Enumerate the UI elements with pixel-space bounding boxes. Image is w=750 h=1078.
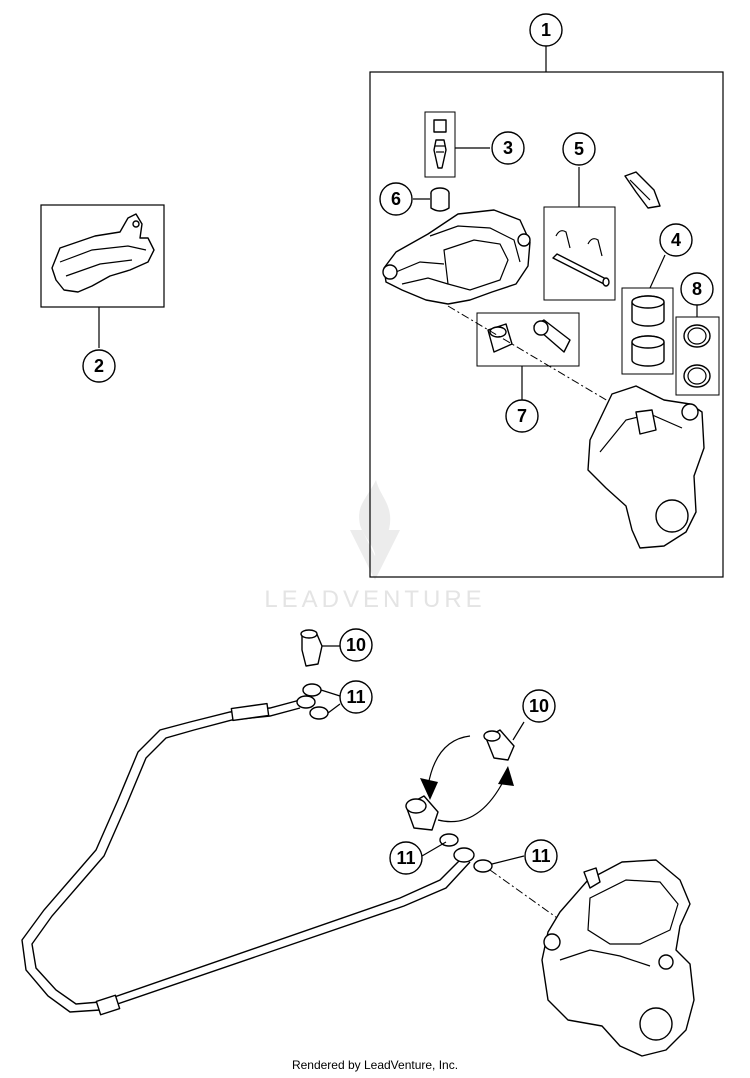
callout-10-upper-label: 10 xyxy=(346,635,366,655)
banjo-bolt-lower-right xyxy=(483,729,515,761)
pin-kit-drawing xyxy=(552,230,610,287)
leader-line-11a2 xyxy=(327,703,341,714)
callout-8: 8 xyxy=(680,272,714,306)
bleed-cap-drawing xyxy=(430,187,450,212)
leader-line-11a xyxy=(320,689,341,697)
callout-1: 1 xyxy=(529,13,563,47)
pistons-drawing xyxy=(631,295,665,367)
brake-hose-drawing xyxy=(21,699,471,1016)
callout-2: 2 xyxy=(82,349,116,383)
assembly-dashed-line-1 xyxy=(447,305,641,421)
callout-10-lower-label: 10 xyxy=(529,696,549,716)
banjo-bolt-upper xyxy=(300,629,323,667)
brake-pad-frame xyxy=(40,204,165,308)
guide-bushing-drawing xyxy=(487,319,571,353)
caliper-bracket-drawing xyxy=(587,385,705,549)
rotation-arrow-right xyxy=(437,779,505,823)
brake-pad-drawing xyxy=(51,213,155,293)
callout-3: 3 xyxy=(491,131,525,165)
leader-line-4 xyxy=(649,254,666,289)
assembled-caliper-drawing xyxy=(541,859,695,1057)
callout-11-upper: 11 xyxy=(339,680,373,714)
pistons-frame xyxy=(621,287,674,375)
callout-2-label: 2 xyxy=(94,356,104,376)
leader-line-11c xyxy=(491,855,525,865)
callout-5-label: 5 xyxy=(574,139,584,159)
banjo-bolt-lower xyxy=(405,795,439,831)
callout-3-label: 3 xyxy=(503,138,513,158)
assembly-dashed-line-2 xyxy=(489,869,561,921)
callout-7: 7 xyxy=(505,399,539,433)
callout-11-upper-label: 11 xyxy=(346,687,365,707)
callout-11-lower-left-label: 11 xyxy=(396,848,415,868)
callout-7-label: 7 xyxy=(517,406,527,426)
callout-4-label: 4 xyxy=(671,230,681,250)
callout-11-lower-left: 11 xyxy=(389,841,423,875)
watermark-text: LEADVENTURE xyxy=(264,586,485,613)
seal-rings-drawing xyxy=(683,324,711,388)
callout-5: 5 xyxy=(562,132,596,166)
callout-11-lower-right: 11 xyxy=(524,839,558,873)
callout-1-label: 1 xyxy=(541,20,551,40)
callout-8-label: 8 xyxy=(692,279,702,299)
rotation-arrowhead-left xyxy=(420,778,438,800)
leader-line-11b xyxy=(421,841,447,857)
leader-line-10b xyxy=(512,721,525,741)
washers-upper xyxy=(296,683,329,720)
rotation-arrow-left xyxy=(427,735,471,787)
callout-4: 4 xyxy=(659,223,693,257)
callout-10-upper: 10 xyxy=(339,628,373,662)
footer-credit: Rendered by LeadVenture, Inc. xyxy=(291,1058,459,1072)
bleed-screw-frame xyxy=(424,111,456,178)
bleed-screw-drawing xyxy=(433,119,447,169)
guide-bushing-frame xyxy=(476,312,580,367)
leadventure-watermark-logo xyxy=(350,480,400,580)
callout-6: 6 xyxy=(379,182,413,216)
callout-6-label: 6 xyxy=(391,189,401,209)
caliper-housing-drawing xyxy=(382,209,531,305)
callout-11-lower-right-label: 11 xyxy=(531,846,550,866)
rotation-arrowhead-right xyxy=(498,766,514,786)
spring-clip-drawing xyxy=(624,171,661,209)
callout-10-lower: 10 xyxy=(522,689,556,723)
